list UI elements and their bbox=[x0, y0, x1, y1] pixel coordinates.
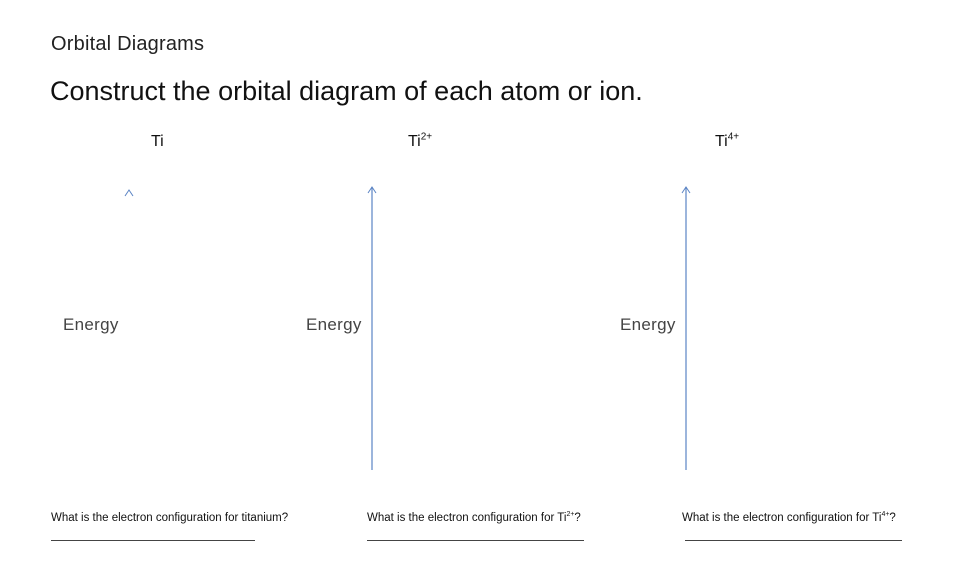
species-label-ti2: Ti2+ bbox=[408, 131, 433, 151]
energy-axis-arrow-ti2 bbox=[367, 186, 377, 470]
question-suffix: ? bbox=[889, 512, 896, 524]
question-charge: 2+ bbox=[566, 511, 575, 519]
arrowhead-icon bbox=[681, 186, 691, 194]
energy-axis-arrow-ti bbox=[124, 189, 134, 197]
answer-blank-ti2[interactable] bbox=[367, 540, 584, 541]
question-text: What is the electron configuration for t… bbox=[51, 512, 289, 524]
energy-label-ti4: Energy bbox=[620, 315, 676, 334]
question-suffix: ? bbox=[574, 512, 581, 524]
energy-label-ti2: Energy bbox=[306, 315, 362, 334]
question-text: What is the electron configuration for T… bbox=[367, 512, 567, 524]
species-label-ti4: Ti4+ bbox=[715, 131, 740, 151]
page-subtitle: Orbital Diagrams bbox=[51, 33, 205, 55]
question-ti: What is the electron configuration for t… bbox=[51, 512, 288, 524]
species-charge: 4+ bbox=[727, 131, 740, 143]
species-charge: 2+ bbox=[420, 131, 433, 143]
page-title: Construct the orbital diagram of each at… bbox=[50, 76, 643, 106]
question-ti4: What is the electron configuration for T… bbox=[682, 511, 896, 524]
species-base: Ti bbox=[408, 133, 421, 150]
question-text: What is the electron configuration for T… bbox=[682, 512, 882, 524]
arrowhead-icon bbox=[124, 189, 134, 197]
species-base: Ti bbox=[715, 133, 728, 150]
species-label-ti: Ti bbox=[151, 133, 164, 151]
energy-axis-arrow-ti4 bbox=[681, 186, 691, 470]
species-base: Ti bbox=[151, 133, 164, 150]
question-ti2: What is the electron configuration for T… bbox=[367, 511, 581, 524]
question-charge: 4+ bbox=[881, 511, 890, 519]
answer-blank-ti[interactable] bbox=[51, 540, 255, 541]
energy-label-ti: Energy bbox=[63, 315, 119, 334]
answer-blank-ti4[interactable] bbox=[685, 540, 902, 541]
arrowhead-icon bbox=[367, 186, 377, 194]
